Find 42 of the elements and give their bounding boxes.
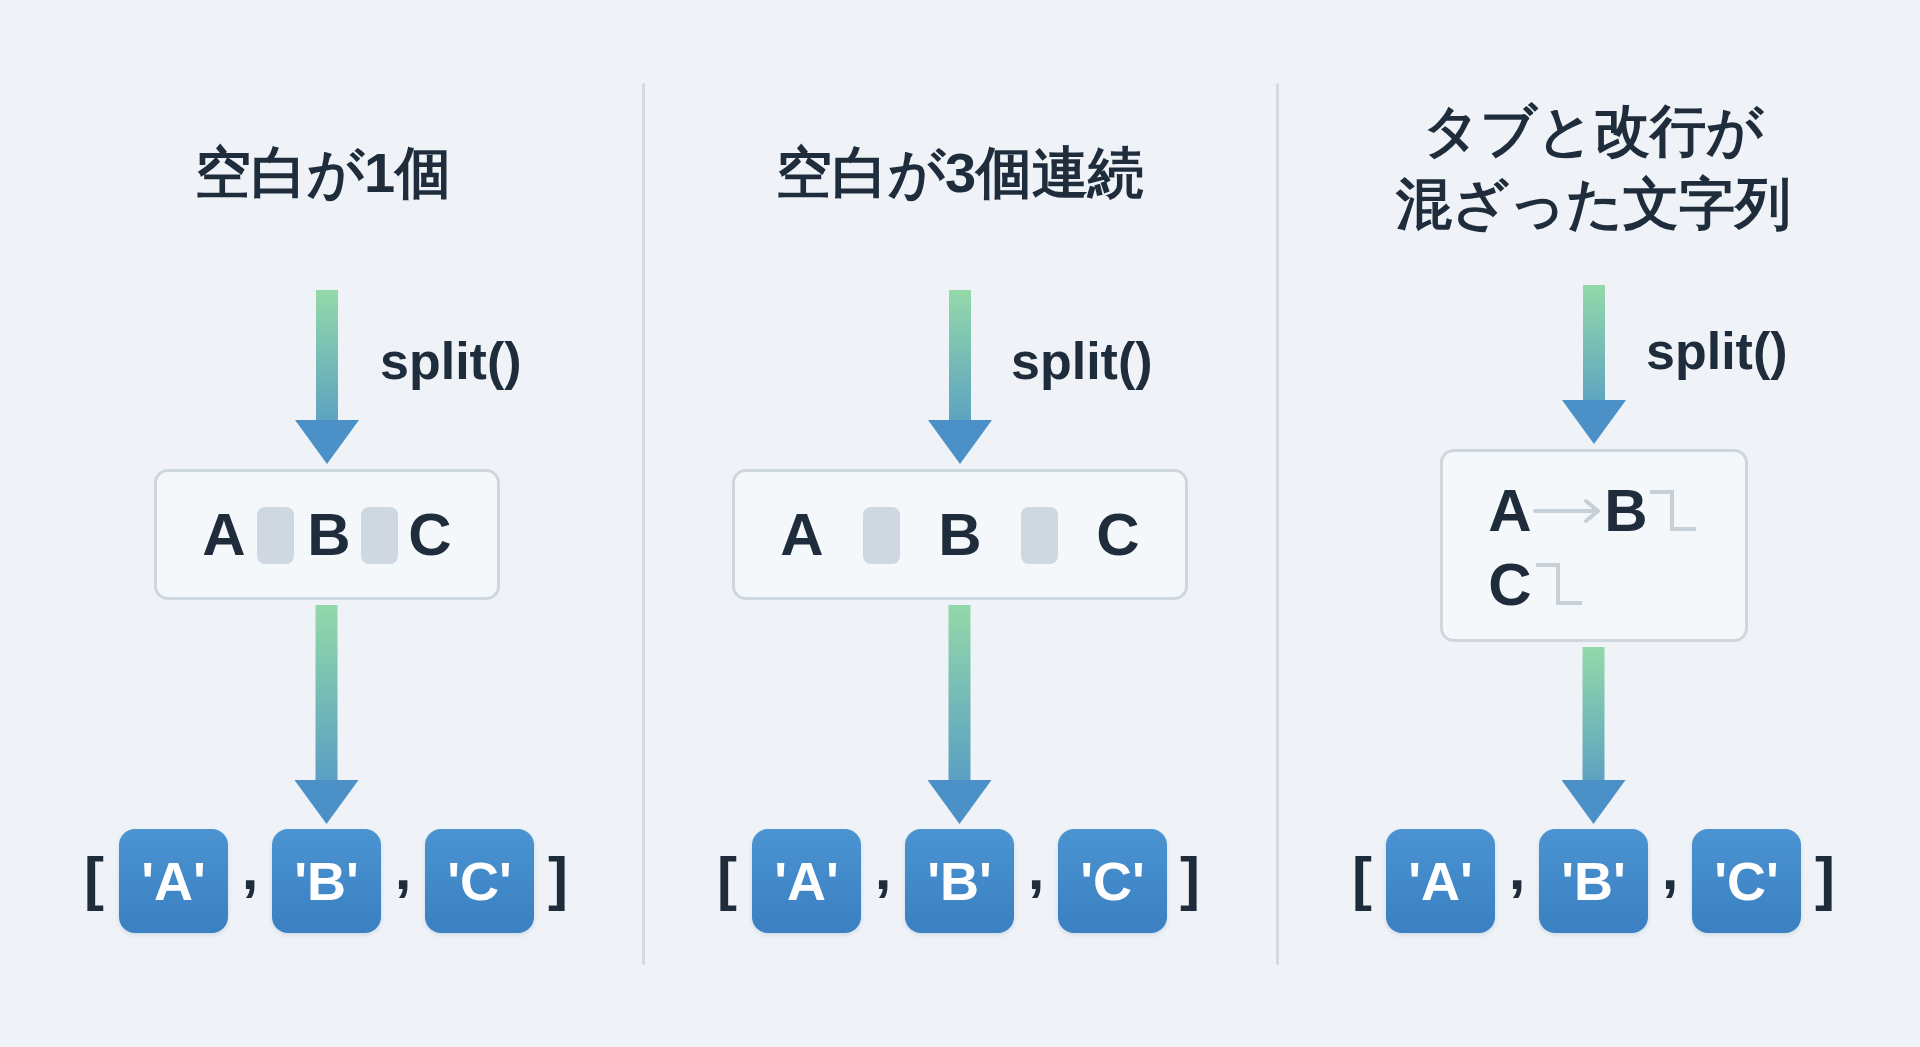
comma: , <box>394 839 412 899</box>
comma: , <box>241 839 259 899</box>
heading: 空白が1個 <box>194 140 452 206</box>
comma: , <box>1508 839 1526 899</box>
bracket: [ <box>1352 849 1372 909</box>
letter: A <box>780 505 824 565</box>
bracket: ] <box>548 849 568 909</box>
item-tile: 'B' <box>272 829 381 933</box>
comma: , <box>1661 839 1679 899</box>
bracket: ] <box>1815 849 1835 909</box>
item-tile: 'B' <box>1539 829 1648 933</box>
heading: 空白が3個連続 <box>775 140 1145 206</box>
arrow <box>294 605 359 824</box>
letter: C <box>1488 555 1532 615</box>
item-tile: 'C' <box>1058 829 1167 933</box>
item-tile: 'A' <box>1386 829 1495 933</box>
string-box <box>1440 449 1748 642</box>
arrow <box>295 290 359 464</box>
item-tile: 'C' <box>1692 829 1801 933</box>
arrow <box>927 605 992 824</box>
letter: B <box>307 505 351 565</box>
comma: , <box>1027 839 1045 899</box>
letter: C <box>408 505 452 565</box>
string-box <box>154 469 500 600</box>
item-tile: 'C' <box>425 829 534 933</box>
letter: C <box>1096 505 1140 565</box>
bracket: [ <box>717 849 737 909</box>
arrow <box>1562 285 1626 444</box>
comma: , <box>874 839 892 899</box>
item-tile: 'A' <box>752 829 861 933</box>
letter: B <box>938 505 982 565</box>
item-tile: 'A' <box>119 829 228 933</box>
letter: A <box>1488 481 1532 541</box>
bracket: [ <box>84 849 104 909</box>
item-tile: 'B' <box>905 829 1014 933</box>
arrow <box>928 290 992 464</box>
bracket: ] <box>1180 849 1200 909</box>
arrow <box>1561 647 1626 824</box>
letter: B <box>1604 481 1648 541</box>
letter: A <box>202 505 246 565</box>
string-box <box>732 469 1188 600</box>
heading: タブと改行が混ざった文字列 <box>1394 98 1792 237</box>
